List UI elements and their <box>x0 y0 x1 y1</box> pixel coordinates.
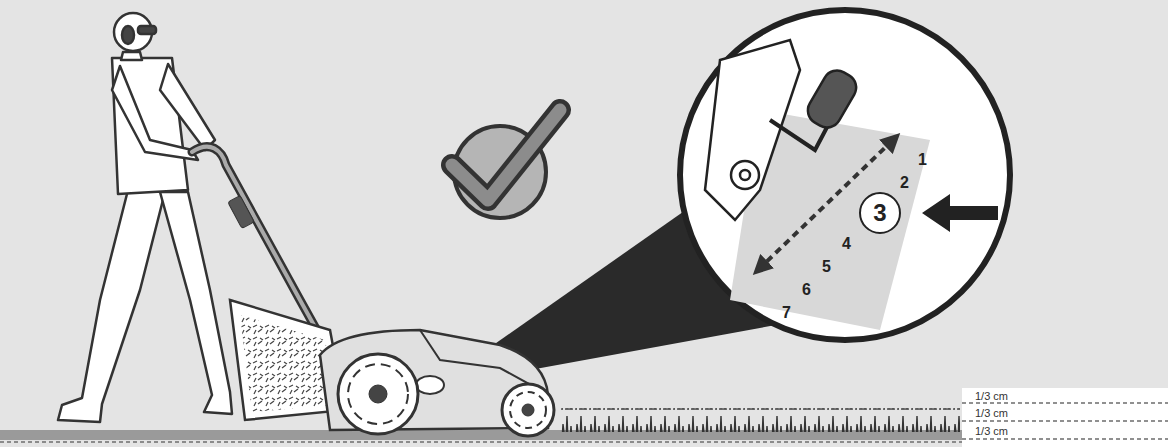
operator <box>58 13 232 422</box>
lever-spot <box>416 376 444 394</box>
grass <box>560 408 960 432</box>
scale-number: 2 <box>900 175 909 191</box>
dimension-label: 1/3 cm <box>975 408 1008 419</box>
scale-number: 6 <box>802 282 811 298</box>
scale-number: 1 <box>918 152 927 168</box>
magnifier <box>680 10 1010 340</box>
ruler-box <box>962 388 1168 447</box>
ruler-lines <box>962 403 1168 439</box>
callout-number: 3 <box>873 201 886 225</box>
scale-number: 7 <box>782 305 791 321</box>
wheels <box>338 354 554 436</box>
dimension-label: 1/3 cm <box>975 426 1008 437</box>
check-mark <box>452 110 560 218</box>
dimension-label: 1/3 cm <box>975 391 1008 402</box>
scale-number: 4 <box>842 236 851 252</box>
scale-number: 5 <box>822 259 831 275</box>
circled-number: 3 <box>859 192 901 234</box>
pointer-arrow <box>922 194 998 232</box>
